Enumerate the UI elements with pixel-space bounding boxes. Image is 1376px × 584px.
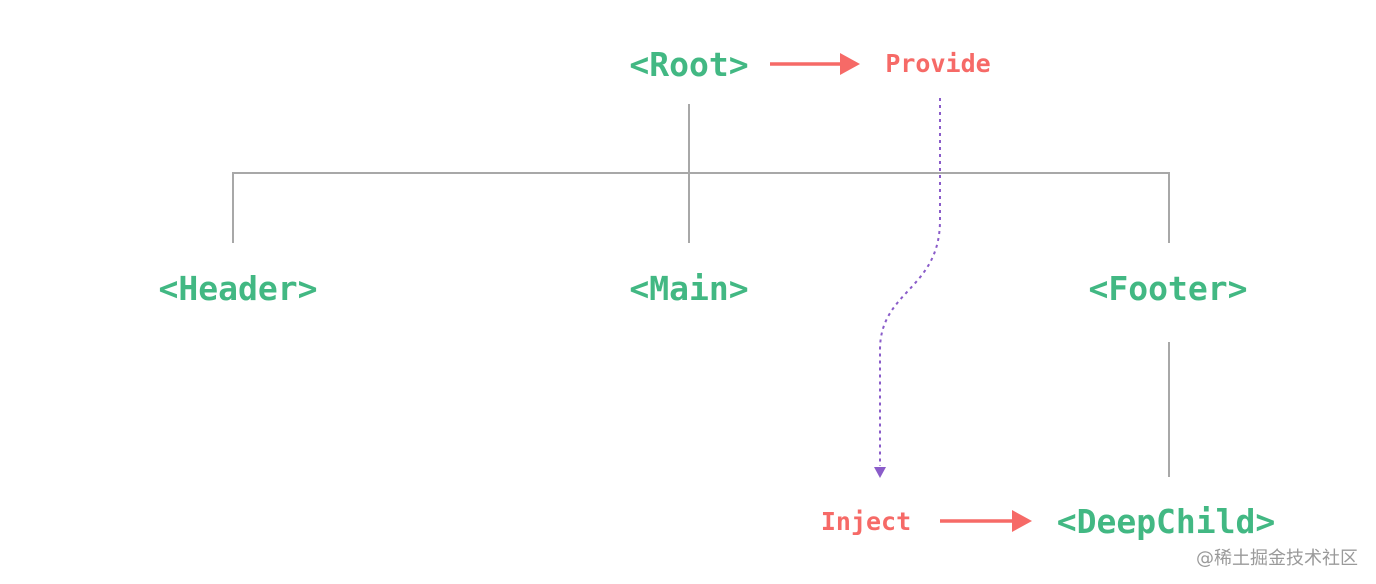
inject-path-arrow-head [874, 467, 886, 478]
header-node: <Header> [159, 269, 318, 308]
inject-label: Inject [821, 507, 911, 536]
provide-label: Provide [885, 49, 990, 78]
provide-arrow-head [840, 53, 860, 75]
tree-connectors [232, 104, 1170, 477]
deepchild-node: <DeepChild> [1057, 502, 1276, 541]
provide-arrow [770, 53, 860, 75]
inject-arrow-head [1012, 510, 1032, 532]
inject-arrow [940, 510, 1032, 532]
footer-node: <Footer> [1089, 269, 1248, 308]
inject-dotted-path [879, 98, 941, 466]
inject-flow [874, 98, 941, 478]
main-node: <Main> [629, 269, 748, 308]
root-node: <Root> [629, 45, 748, 84]
watermark-text: @稀土掘金技术社区 [1196, 548, 1358, 569]
